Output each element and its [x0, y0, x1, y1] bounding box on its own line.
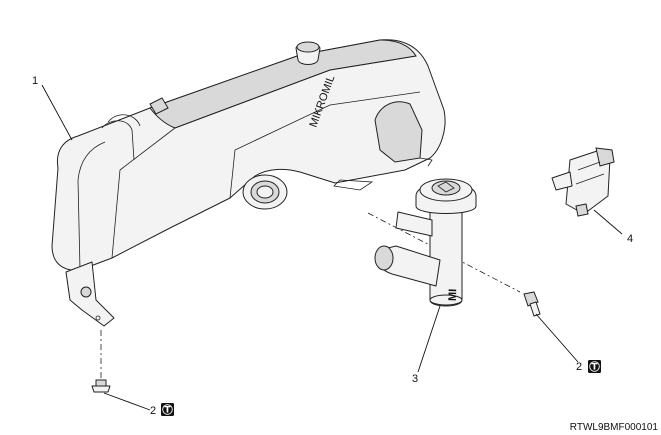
leader-2-right	[535, 313, 579, 363]
callout-4: 4	[627, 233, 633, 245]
torque-symbol-bottom: T	[161, 403, 174, 416]
washer-tank	[51, 39, 446, 327]
leader-1	[41, 84, 73, 141]
bolt-right	[523, 291, 541, 317]
leader-2-bottom	[103, 392, 151, 411]
svg-text:T: T	[591, 363, 598, 373]
washer-pump	[551, 147, 615, 217]
drawing-code: RTWL9BMF000101	[570, 422, 659, 433]
torque-symbol-right: T	[588, 360, 601, 373]
callout-3: 3	[412, 373, 418, 385]
pipe-marking: MI	[447, 289, 459, 302]
callout-2-bottom: 2	[150, 405, 156, 417]
callout-2-right: 2	[576, 361, 582, 373]
filler-pipe	[367, 178, 521, 307]
callout-1: 1	[32, 75, 38, 87]
leader-4	[593, 209, 623, 235]
bolt-bottom	[91, 330, 111, 393]
leader-3	[417, 305, 441, 373]
svg-text:T: T	[164, 406, 171, 416]
